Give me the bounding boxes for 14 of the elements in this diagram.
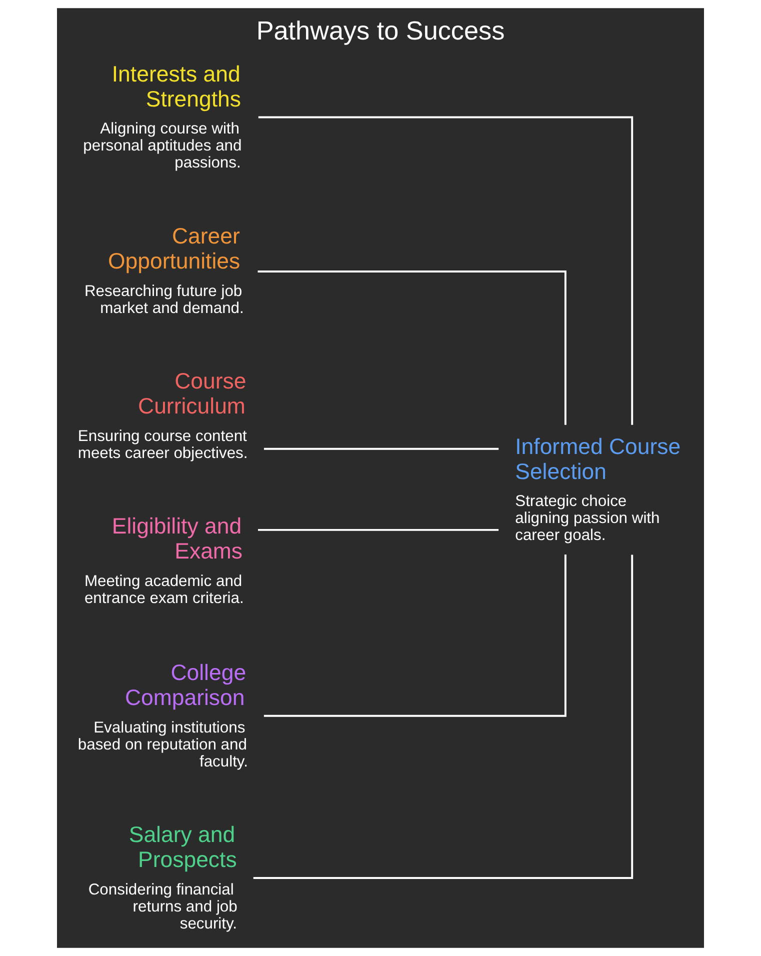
connector [264,448,499,450]
node-text: Interests and Strengths Aligning course with personal aptitudes and passions. [83,61,242,172]
node-text: Salary and Prospects Considering financial returns and job security. [88,822,238,932]
node-text: Career Opportunities Researching future job market and demand. [84,224,244,317]
connector [258,528,499,531]
connector [258,270,566,425]
diagram-title: Pathways to Success [256,15,505,46]
node-text: College Comparison Evaluating institutions based on reputation and faculty. [78,660,248,770]
node-text: Informed Course Selection Strategic choice aligning passion with career goals. [515,434,681,544]
connector [264,554,566,717]
node-text: Eligibility and Exams Meeting academic and entrance exam criteria. [84,514,244,607]
node-text: Course Curriculum Ensuring course content meets career objectives. [78,368,248,462]
connector [253,554,634,879]
connector [258,116,634,425]
